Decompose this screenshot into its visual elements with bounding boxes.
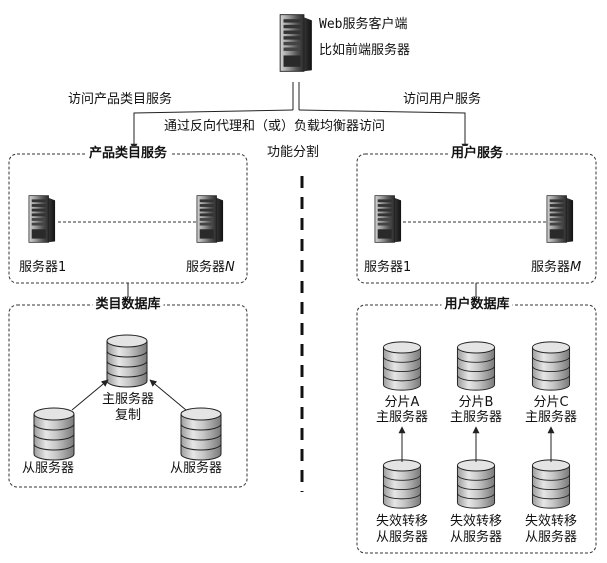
route-right-arrow (298, 109, 469, 151)
route-left-label: 访问产品类目服务 (68, 92, 173, 107)
user-server-m-prefix: 服务器 (531, 260, 571, 275)
catalog-slave-left-label: 从服务器 (22, 461, 75, 476)
shard-a-failover-label: 失效转移 (375, 514, 429, 529)
shard-b-failover-db-icon (456, 459, 496, 509)
catalog-slave-left-db-icon (33, 407, 75, 461)
catalog-master-label: 主服务器 (101, 392, 155, 407)
shard-b-slave-label: 从服务器 (449, 530, 503, 545)
function-split-label: 功能分割 (264, 145, 323, 160)
product-service-title: 产品类目服务 (85, 146, 171, 161)
shard-a-master-label: 主服务器 (375, 410, 429, 425)
shard-c-failover-db-icon (531, 459, 571, 509)
shard-c-name: 分片C (533, 395, 569, 410)
product-server-n-icon (196, 195, 224, 243)
user-server-m-label: 服务器M (531, 260, 581, 275)
web-server-icon (279, 13, 313, 73)
catalog-replication-label: 复制 (114, 408, 142, 423)
shard-a-name: 分片A (384, 395, 420, 410)
catalog-slave-right-label: 从服务器 (170, 461, 223, 476)
shard-a-master-db-icon (382, 341, 422, 391)
product-server-1-label: 服务器1 (19, 260, 67, 275)
user-server-m-icon (546, 195, 574, 243)
shard-a-failover-db-icon (382, 459, 422, 509)
shard-b-failover-label: 失效转移 (449, 514, 503, 529)
route-left-arrow (130, 109, 294, 151)
user-server-1-label: 服务器1 (364, 260, 412, 275)
shard-c-master-label: 主服务器 (524, 410, 578, 425)
frontend-server-label: 比如前端服务器 (319, 43, 411, 58)
shard-c-slave-label: 从服务器 (524, 530, 578, 545)
product-server-n-prefix: 服务器 (186, 260, 226, 275)
shard-b-master-label: 主服务器 (449, 410, 503, 425)
product-server-n-label: 服务器N (186, 260, 235, 275)
shard-c-master-db-icon (531, 341, 571, 391)
user-server-1-icon (374, 195, 402, 243)
shard-b-name: 分片B (458, 395, 494, 410)
catalog-slave-right-db-icon (180, 407, 222, 461)
product-server-n-suffix: N (225, 260, 235, 275)
user-service-title: 用户服务 (447, 146, 507, 161)
product-server-1-icon (28, 195, 56, 243)
proxy-lb-label: 通过反向代理和（或）负载均衡器访问 (164, 119, 386, 134)
replication-left-arrow (71, 379, 109, 411)
shard-a-slave-label: 从服务器 (375, 530, 429, 545)
shard-c-failover-label: 失效转移 (524, 514, 578, 529)
route-right-label: 访问用户服务 (403, 92, 482, 107)
user-server-m-suffix: M (570, 260, 582, 275)
catalog-db-title: 类目数据库 (92, 297, 164, 312)
catalog-master-db-icon (106, 334, 148, 388)
web-client-label: Web服务客户端 (319, 17, 408, 32)
user-db-title: 用户数据库 (441, 297, 513, 312)
shard-b-master-db-icon (456, 341, 496, 391)
replication-right-arrow (149, 379, 187, 411)
